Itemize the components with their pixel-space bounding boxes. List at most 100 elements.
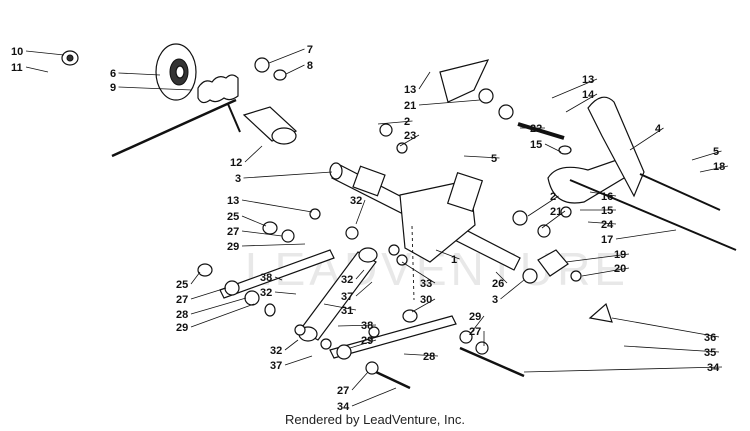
callout-leader-26	[495, 271, 508, 284]
part-number-37: 37	[270, 360, 282, 372]
part-number-32: 32	[341, 274, 353, 286]
part-number-3: 3	[235, 173, 241, 185]
callout-leader-9	[118, 86, 193, 91]
part-number-28: 28	[423, 351, 435, 363]
callout-leader-5	[691, 150, 722, 161]
part-number-34: 34	[337, 401, 350, 413]
part-number-15: 15	[530, 139, 542, 151]
callout-leader-21	[418, 99, 481, 106]
part-number-30: 30	[420, 294, 432, 306]
part-number-35: 35	[704, 347, 716, 359]
parts-illustration	[61, 43, 737, 390]
callout-leader-34	[351, 387, 397, 407]
part-number-25: 25	[176, 279, 188, 291]
part-number-22: 22	[530, 123, 542, 135]
part-number-13: 13	[227, 195, 239, 207]
part-number-4: 4	[655, 123, 662, 135]
callout-leader-15	[544, 143, 562, 153]
part-number-8: 8	[307, 60, 313, 72]
part-number-9: 9	[110, 82, 116, 94]
callout-leader-13	[241, 199, 313, 213]
part-number-13: 13	[404, 84, 416, 96]
callout-leader-25	[190, 271, 201, 285]
callout-leader-37	[355, 281, 373, 297]
part-number-32: 32	[270, 345, 282, 357]
part-number-26: 26	[492, 278, 504, 290]
callout-leader-27	[241, 230, 283, 237]
callout-leader-8	[285, 64, 305, 75]
part-number-5: 5	[713, 146, 719, 158]
callout-leader-13	[551, 78, 598, 99]
callout-leader-28	[403, 353, 439, 357]
part-number-11: 11	[11, 62, 23, 74]
part-number-34: 34	[707, 362, 720, 374]
part-number-38: 38	[361, 320, 373, 332]
callout-leader-12	[244, 145, 263, 163]
callout-leader-20	[581, 267, 630, 277]
callout-leader-31	[323, 303, 357, 311]
callout-leader-33	[401, 261, 436, 284]
part-number-13: 13	[582, 74, 594, 86]
callout-leader-24	[587, 221, 617, 225]
callout-leader-10	[25, 50, 65, 56]
callout-leader-2	[527, 195, 559, 217]
part-number-2: 2	[404, 116, 410, 128]
part-number-20: 20	[614, 263, 626, 275]
callout-leader-6	[118, 72, 161, 76]
part-number-21: 21	[404, 100, 416, 112]
part-number-27: 27	[337, 385, 349, 397]
part-number-12: 12	[230, 157, 242, 169]
part-number-29: 29	[227, 241, 239, 253]
part-number-38: 38	[260, 272, 272, 284]
callout-leader-29	[190, 303, 255, 328]
callout-leader-5	[463, 155, 500, 159]
callout-leader-32	[274, 291, 297, 295]
callout-leader-3	[243, 171, 333, 179]
part-number-7: 7	[307, 44, 313, 56]
callout-leader-38	[337, 324, 377, 327]
callout-leader-21	[541, 210, 566, 229]
part-number-2: 2	[550, 191, 556, 203]
part-number-21: 21	[550, 206, 562, 218]
callout-leader-11	[25, 66, 49, 73]
part-number-33: 33	[420, 278, 432, 290]
part-number-29: 29	[361, 335, 373, 347]
callout-leader-37	[284, 355, 313, 366]
part-number-14: 14	[582, 89, 595, 101]
part-number-19: 19	[614, 249, 626, 261]
callout-leader-3	[500, 279, 525, 300]
part-number-27: 27	[176, 294, 188, 306]
callout-leader-27	[190, 287, 227, 300]
part-number-1: 1	[451, 254, 457, 266]
callout-leader-30	[411, 298, 436, 313]
callout-leader-14	[565, 93, 598, 113]
part-number-27: 27	[227, 226, 239, 238]
part-number-29: 29	[176, 322, 188, 334]
part-number-29: 29	[469, 311, 481, 323]
part-number-28: 28	[176, 309, 188, 321]
credit-line: Rendered by LeadVenture, Inc.	[285, 412, 465, 427]
callout-leader-2	[377, 120, 413, 125]
part-number-24: 24	[601, 219, 614, 231]
callout-leader-19	[565, 253, 630, 263]
callout-leader-7	[268, 48, 305, 64]
part-number-36: 36	[704, 332, 716, 344]
callout-leader-25	[241, 215, 267, 227]
callout-leader-38	[274, 276, 283, 281]
part-number-10: 10	[11, 46, 23, 58]
callout-leader-18	[699, 165, 729, 173]
part-number-37: 37	[341, 291, 353, 303]
part-number-32: 32	[260, 287, 272, 299]
callout-leader-13	[418, 71, 431, 90]
part-number-6: 6	[110, 68, 116, 80]
callout-leader-32	[284, 339, 299, 351]
callout-leader-35	[623, 345, 720, 353]
part-number-23: 23	[404, 130, 416, 142]
part-number-32: 32	[350, 195, 362, 207]
callout-leader-32	[355, 269, 365, 280]
part-number-31: 31	[341, 305, 353, 317]
callout-leader-34	[523, 366, 723, 373]
callout-leader-23	[399, 134, 420, 147]
